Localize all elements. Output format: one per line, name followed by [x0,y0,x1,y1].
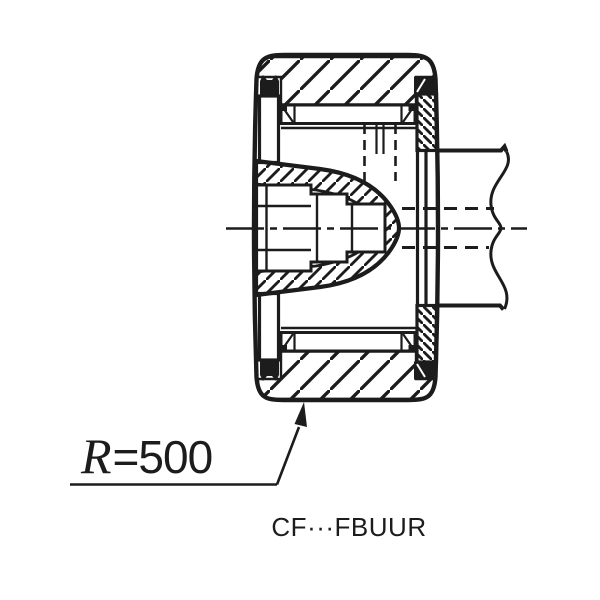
radius-value: =500 [112,431,214,483]
radius-dimension-label: R=500 [81,428,214,484]
part-number-caption: CF···FBUUR [271,512,427,542]
left-side-plates [257,94,281,362]
needle-roller-rows [279,103,417,353]
radius-leader-line [70,402,307,486]
hidden-thread-lines [402,207,494,249]
break-line [489,150,510,310]
arrowhead [294,402,307,427]
seals [260,75,434,381]
radius-symbol: R [81,428,112,484]
grease-hole-lines [363,124,397,181]
